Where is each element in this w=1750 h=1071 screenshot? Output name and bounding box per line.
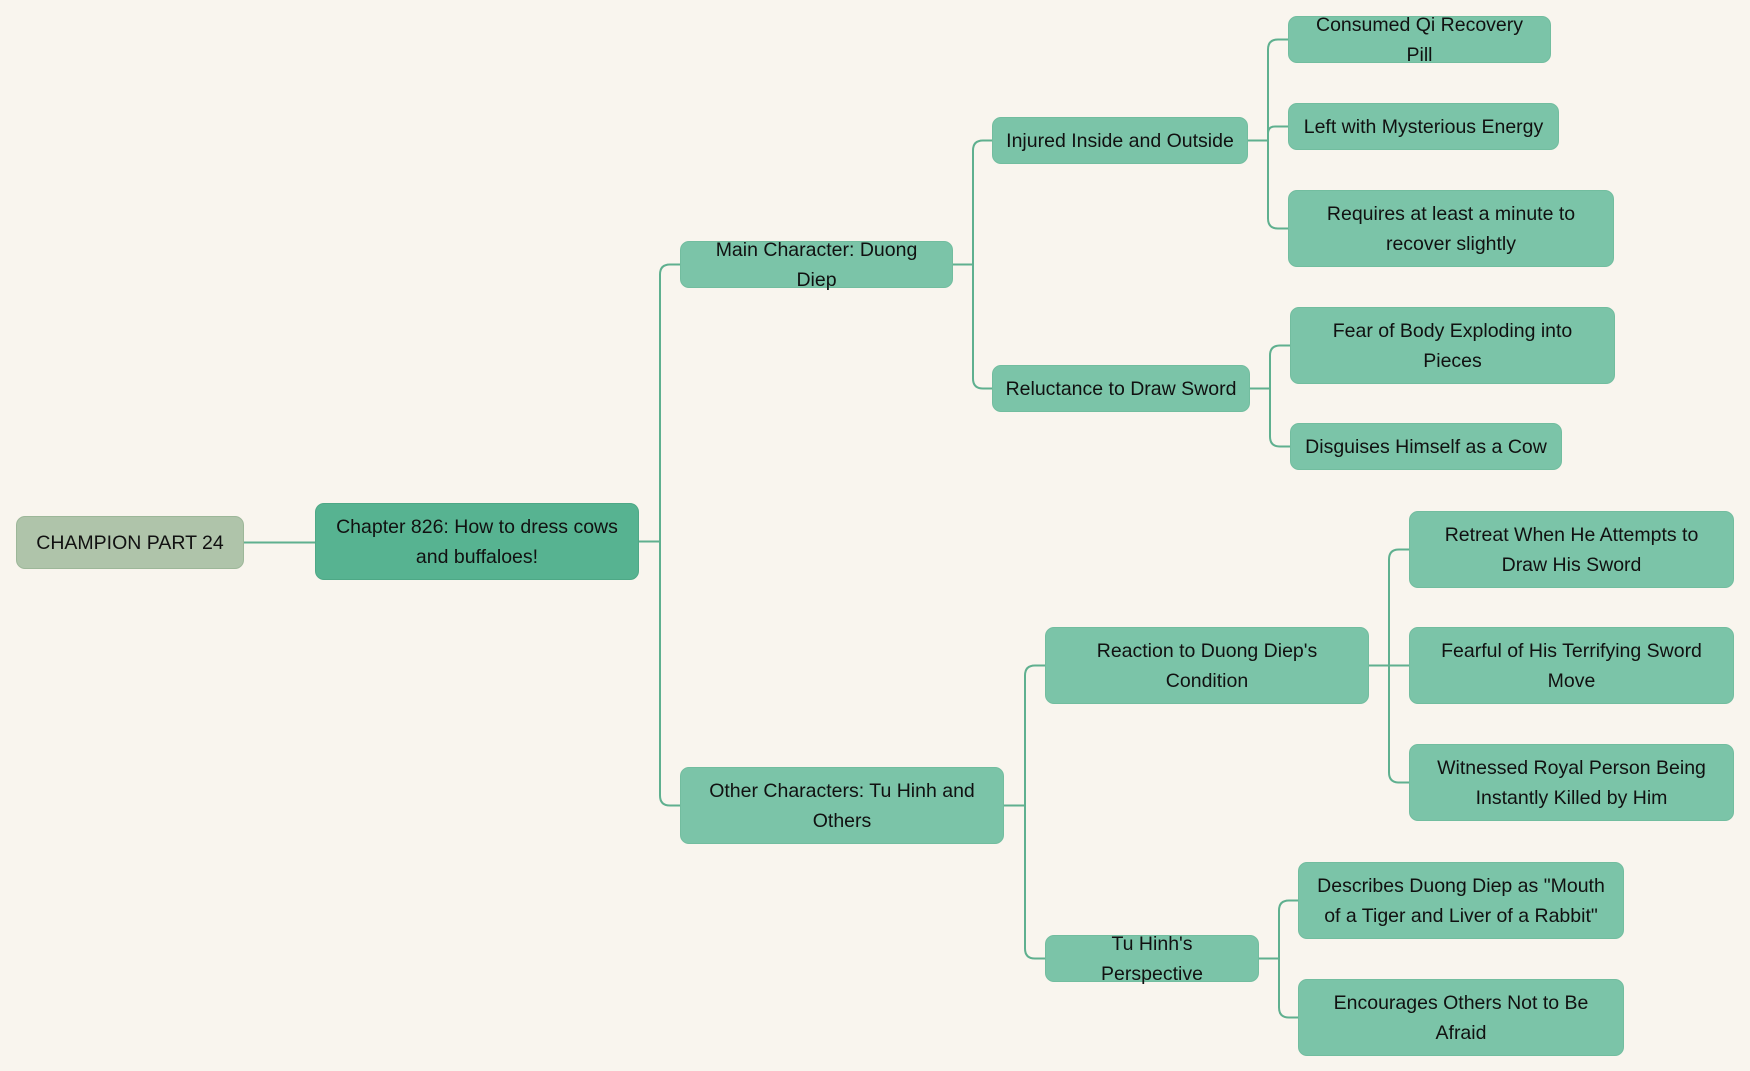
- left-energy-node[interactable]: Left with Mysterious Energy: [1288, 103, 1559, 150]
- connector-line: [1004, 804, 1045, 960]
- connector-line: [953, 139, 992, 266]
- requires-node[interactable]: Requires at least a minute to recover sl…: [1288, 190, 1614, 267]
- connector-line: [1248, 139, 1288, 230]
- reaction-node[interactable]: Reaction to Duong Diep's Condition: [1045, 627, 1369, 704]
- describes-node[interactable]: Describes Duong Diep as "Mouth of a Tige…: [1298, 862, 1624, 939]
- fear-node[interactable]: Fear of Body Exploding into Pieces: [1290, 307, 1615, 384]
- connector-line: [1369, 548, 1409, 667]
- connector-line: [639, 263, 680, 543]
- fearful-node[interactable]: Fearful of His Terrifying Sword Move: [1409, 627, 1734, 704]
- connector-line: [1259, 957, 1298, 1019]
- chapter-node[interactable]: Chapter 826: How to dress cows and buffa…: [315, 503, 639, 580]
- connector-line: [1248, 38, 1288, 142]
- consumed-node[interactable]: Consumed Qi Recovery Pill: [1288, 14, 1551, 66]
- disguises-node[interactable]: Disguises Himself as a Cow: [1290, 423, 1562, 470]
- connector-line: [1250, 387, 1290, 448]
- connector-line: [953, 263, 992, 390]
- encourages-node[interactable]: Encourages Others Not to Be Afraid: [1298, 979, 1624, 1056]
- witnessed-node[interactable]: Witnessed Royal Person Being Instantly K…: [1409, 744, 1734, 821]
- reluctance-node[interactable]: Reluctance to Draw Sword: [992, 365, 1250, 412]
- root-node[interactable]: CHAMPION PART 24: [16, 516, 244, 569]
- connector-line: [1369, 664, 1409, 784]
- connector-line: [1250, 344, 1290, 390]
- connector-line: [639, 540, 680, 807]
- connector-line: [1248, 125, 1288, 142]
- connector-line: [1004, 664, 1045, 807]
- connector-line: [1259, 899, 1298, 960]
- retreat-node[interactable]: Retreat When He Attempts to Draw His Swo…: [1409, 511, 1734, 588]
- injured-node[interactable]: Injured Inside and Outside: [992, 117, 1248, 164]
- perspective-node[interactable]: Tu Hinh's Perspective: [1045, 933, 1259, 985]
- other-characters-node[interactable]: Other Characters: Tu Hinh and Others: [680, 767, 1004, 844]
- main-character-node[interactable]: Main Character: Duong Diep: [680, 239, 953, 291]
